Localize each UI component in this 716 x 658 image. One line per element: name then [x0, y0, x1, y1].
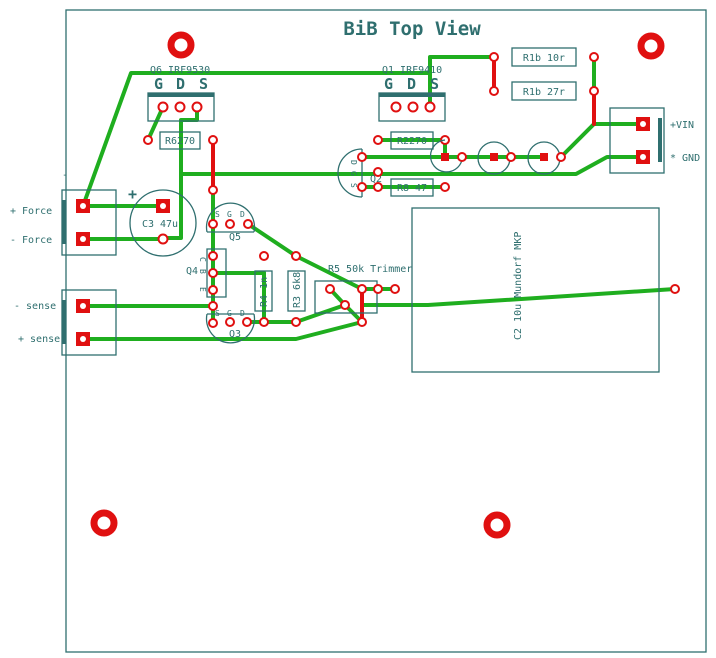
- c3-plus: +: [128, 185, 137, 203]
- q2-label: Q2: [370, 174, 382, 185]
- r3-label: R3 6k8: [292, 272, 303, 308]
- q6-pin-d: D: [176, 75, 185, 93]
- q5-pin-s: S: [215, 210, 220, 219]
- q6-pin-g: G: [154, 75, 163, 93]
- q3-label: Q3: [229, 329, 241, 340]
- transistor-q4: Q4 C B E: [186, 248, 227, 298]
- vin-label: +VIN: [670, 120, 694, 131]
- r1b-10-label: R1b 10r: [523, 53, 565, 64]
- q3-pin-g: G: [227, 309, 232, 318]
- r5-label: R5 50k Trimmer: [328, 264, 412, 275]
- resistor-r6: R6270: [143, 131, 218, 150]
- connector-force: + Force - Force -: [10, 170, 117, 256]
- q3-pin-d: D: [240, 309, 245, 318]
- mounting-hole-bottom-right: [483, 511, 511, 539]
- transistor-q6: Q6 IRF9530 G D S: [147, 65, 215, 122]
- connector-power: +VIN * GND: [609, 107, 700, 174]
- q1-pin-g: G: [384, 75, 393, 93]
- force-minus-label: - Force: [10, 235, 52, 246]
- board-title: BiB Top View: [343, 18, 481, 40]
- q1-pin-s: S: [430, 75, 439, 93]
- resistor-r4: R4 1n: [254, 251, 273, 327]
- q2-pin-g: G: [349, 171, 358, 176]
- r1b-27-label: R1b 27r: [523, 87, 565, 98]
- capacitor-c2: C2 10u Mundorf MKP: [411, 207, 680, 373]
- q5-pin-d: D: [240, 210, 245, 219]
- mounting-hole-bottom-left: [90, 509, 118, 537]
- c2-label: C2 10u Mundorf MKP: [513, 232, 524, 340]
- resistor-r8: R8 47: [373, 178, 450, 197]
- q3-pin-s: S: [215, 309, 220, 318]
- transistor-q2: Q2 D G S: [337, 148, 383, 198]
- resistor-r1b-10: R1b 10r: [489, 47, 599, 67]
- resistor-r2: R2270: [373, 131, 450, 150]
- resistor-r1b-27: R1b 27r: [489, 81, 599, 101]
- q6-pin-s: S: [199, 75, 208, 93]
- q2-pin-s: S: [349, 183, 358, 188]
- q2-pin-d: D: [349, 160, 358, 165]
- sense-plus-label: + sense: [18, 334, 60, 345]
- mounting-hole-top-left: [167, 31, 195, 59]
- connector-sense: - sense + sense: [14, 289, 117, 356]
- q1-pin-d: D: [407, 75, 416, 93]
- r6-label: R6270: [165, 136, 195, 147]
- r4-label: R4 1n: [259, 277, 270, 307]
- small-devices-row: [429, 139, 566, 175]
- mounting-hole-top-right: [637, 32, 665, 60]
- gnd-label: * GND: [670, 153, 700, 164]
- sense-minus-label: - sense: [14, 301, 56, 312]
- r8-label: R8 47: [397, 183, 427, 194]
- trimmer-r5: R5 50k Trimmer: [314, 264, 412, 327]
- transistor-q5: S G D Q5: [205, 185, 256, 243]
- force-dash-label: -: [62, 170, 68, 181]
- transistor-q3: S G D Q3: [205, 301, 256, 344]
- force-plus-label: + Force: [10, 206, 52, 217]
- q6-label: Q6 IRF9530: [150, 65, 210, 76]
- c3-label: C3 47u: [142, 219, 178, 230]
- transistor-q1: Q1 IRF9410 G D S: [378, 65, 446, 122]
- q5-label: Q5: [229, 232, 241, 243]
- q4-pin-b: B: [198, 269, 207, 274]
- q5-pin-g: G: [227, 210, 232, 219]
- q1-label: Q1 IRF9410: [382, 65, 442, 76]
- resistor-r3: R3 6k8: [287, 251, 306, 327]
- r2-label: R2270: [397, 136, 427, 147]
- q4-pin-c: C: [198, 257, 207, 262]
- q4-label: Q4: [186, 266, 198, 277]
- capacitor-c3: + C3 47u: [128, 185, 197, 257]
- red-traces: [211, 55, 596, 324]
- q4-pin-e: E: [198, 287, 207, 292]
